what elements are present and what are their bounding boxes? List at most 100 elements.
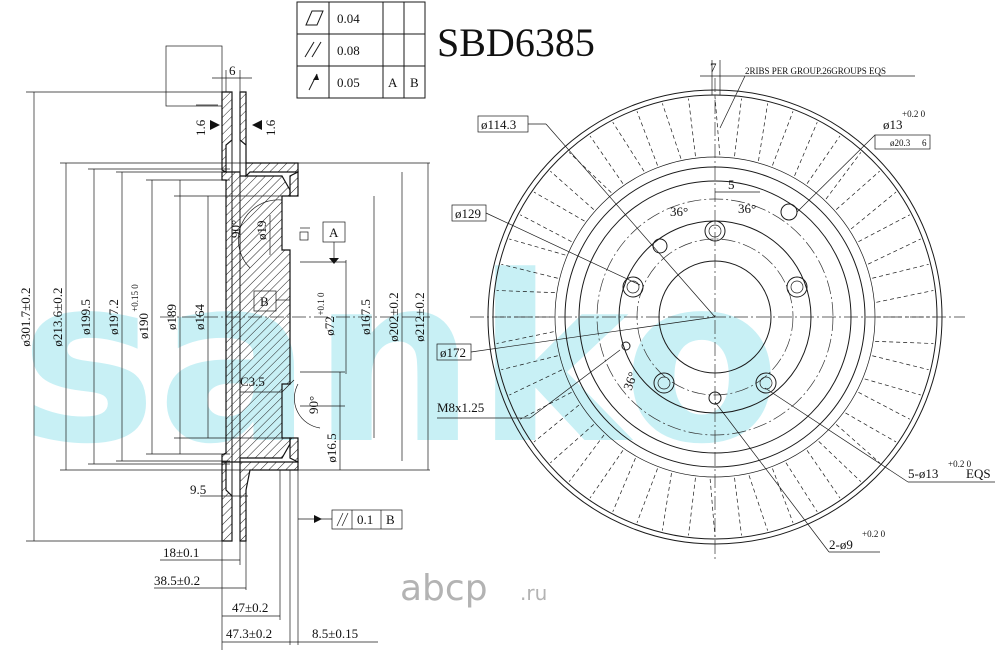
runout-icon — [308, 73, 319, 91]
vent-rib — [734, 477, 742, 536]
flatness-icon — [305, 10, 324, 26]
angle-top: 90° — [228, 220, 243, 238]
chamfer-c3-5: C3.5 — [240, 374, 265, 389]
parallel-value: 0.1 — [357, 512, 373, 527]
vent-rib — [501, 264, 558, 279]
vent-rib — [688, 98, 696, 157]
parallel-ref: B — [386, 512, 395, 527]
vent-rib — [872, 355, 929, 370]
vent-rib — [533, 404, 580, 443]
vent-rib — [785, 462, 818, 512]
vent-rib — [872, 264, 929, 279]
vent-rib — [636, 111, 658, 166]
vent-rib — [501, 355, 558, 370]
vent-rib — [550, 424, 594, 464]
dim-167-5: ø167.5 — [358, 299, 373, 335]
dim-197-2: ø197.2 — [106, 299, 121, 335]
counterbore: ø20.3 — [890, 138, 911, 148]
vent-rib — [496, 290, 555, 294]
abcp-watermark: abcp .ru — [400, 568, 547, 609]
dim-199-5: ø199.5 — [78, 299, 93, 335]
counterbore-depth: 6 — [922, 138, 927, 148]
vent-rib — [509, 238, 566, 256]
vent-rib — [589, 135, 624, 184]
holes-5-tol: +0.2 0 — [948, 459, 972, 469]
vent-rib — [836, 170, 880, 210]
angle-bottom: 90° — [306, 396, 321, 414]
vent-rib — [845, 412, 897, 443]
dim-chamfer-right: 1.6 — [263, 119, 278, 136]
datum-a: A — [329, 225, 339, 240]
vent-rib — [662, 103, 682, 159]
dim-72: ø72 — [322, 316, 337, 336]
parallelism-value: 0.08 — [337, 43, 360, 58]
vent-rib — [589, 450, 624, 499]
holes-2-tol: +0.2 0 — [862, 529, 886, 539]
vent-rib — [876, 290, 934, 303]
part-number-title: SBD6385 — [437, 20, 595, 65]
dim-8-5: 8.5±0.15 — [312, 626, 358, 641]
vent-rib — [867, 238, 921, 265]
dim-190: ø190 — [136, 313, 151, 339]
dim-47-3: 47.3±0.2 — [226, 626, 272, 641]
dim-13-tol: +0.2 0 — [902, 109, 926, 119]
thread: M8x1.25 — [437, 400, 484, 415]
vent-rib — [858, 214, 910, 243]
dim-172: ø172 — [440, 345, 466, 360]
angle-36-left: 36° — [670, 204, 688, 219]
vent-rib — [806, 450, 841, 499]
flatness-value: 0.04 — [337, 11, 360, 26]
dim-164: ø164 — [192, 304, 207, 331]
vent-rib — [772, 468, 794, 523]
runout-ref-a: A — [388, 75, 398, 90]
hole-16-5: ø16.5 — [324, 433, 339, 462]
side-view: 6 1.6 1.6 ø301.7±0.2 ø213.6±0.2 ø199.5 ø… — [18, 45, 430, 650]
vent-rib — [709, 478, 716, 538]
vent-rib — [825, 152, 862, 200]
dim-13: ø13 — [883, 117, 903, 132]
datum-b: B — [260, 294, 269, 309]
vent-rib — [836, 424, 880, 464]
dim-301-7: ø301.7±0.2 — [18, 287, 33, 346]
abcp-watermark-main: abcp — [400, 568, 488, 609]
abcp-watermark-tld: .ru — [520, 581, 547, 605]
vent-rib — [612, 457, 636, 512]
dim-129: ø129 — [455, 206, 481, 221]
rib-note: 2RIBS PER GROUP.26GROUPS EQS — [745, 66, 886, 76]
vent-rib — [550, 170, 594, 210]
vent-rib — [748, 475, 768, 531]
vent-rib — [772, 111, 794, 166]
dim-chamfer-left: 1.6 — [193, 119, 208, 136]
runout-ref-b: B — [410, 75, 419, 90]
vent-rib — [714, 96, 721, 156]
holes-5: 5-ø13 — [908, 466, 938, 481]
dim-114-3: ø114.3 — [481, 117, 516, 132]
dim-top-width: 6 — [229, 63, 236, 78]
vent-rib — [688, 477, 696, 536]
vent-rib — [662, 473, 672, 531]
vent-rib — [509, 369, 563, 396]
vent-rib — [612, 122, 645, 172]
dim-38-5: 38.5±0.2 — [154, 573, 200, 588]
vent-rib — [806, 135, 841, 184]
dim-72-tol: +0.1 0 — [316, 292, 326, 316]
dim-5: 5 — [728, 177, 735, 192]
vent-rib — [858, 391, 910, 420]
vent-rib — [850, 191, 897, 230]
vent-rib — [568, 152, 612, 193]
sanko-watermark: sanko — [20, 228, 781, 495]
dim-9-5: 9.5 — [190, 482, 206, 497]
vent-rib — [818, 441, 862, 482]
parallelism-icon — [304, 41, 322, 58]
vent-rib — [734, 98, 742, 157]
vent-rib — [520, 214, 572, 243]
dim-202: ø202±0.2 — [386, 292, 401, 341]
holes-5-eqs: EQS — [966, 466, 991, 481]
runout-value: 0.05 — [337, 75, 360, 90]
holes-2: 2-ø9 — [829, 537, 853, 552]
vent-rib — [758, 103, 768, 161]
dim-190-tol: +0.15 0 — [130, 284, 140, 312]
vent-rib — [864, 378, 921, 396]
dim-213-6: ø213.6±0.2 — [50, 287, 65, 346]
